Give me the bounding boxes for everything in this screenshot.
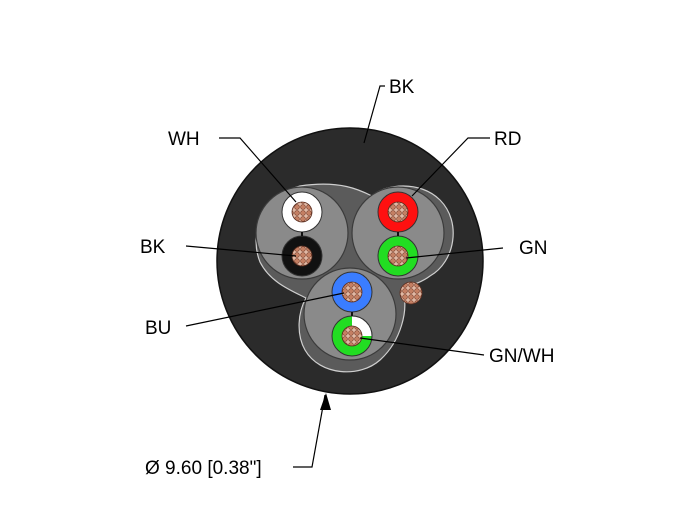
core-white: [281, 191, 323, 233]
core-black: [281, 235, 323, 277]
label-diameter: Ø 9.60 [0.38"]: [145, 458, 262, 479]
label-rd: RD: [494, 129, 521, 150]
core-blue: [331, 271, 373, 313]
label-wh: WH: [168, 129, 200, 150]
drain-wire: [399, 281, 423, 305]
diameter-arrowhead: [320, 393, 331, 410]
leader-lines: [185, 85, 504, 468]
label-gn: GN: [519, 238, 548, 259]
label-bu: BU: [145, 318, 171, 339]
label-bk: BK: [140, 237, 166, 258]
core-green: [377, 235, 419, 277]
label-gn-wh: GN/WH: [489, 346, 554, 367]
core-green-white: [331, 315, 373, 357]
core-red: [377, 191, 419, 233]
label-jacket-bk: BK: [389, 77, 415, 98]
